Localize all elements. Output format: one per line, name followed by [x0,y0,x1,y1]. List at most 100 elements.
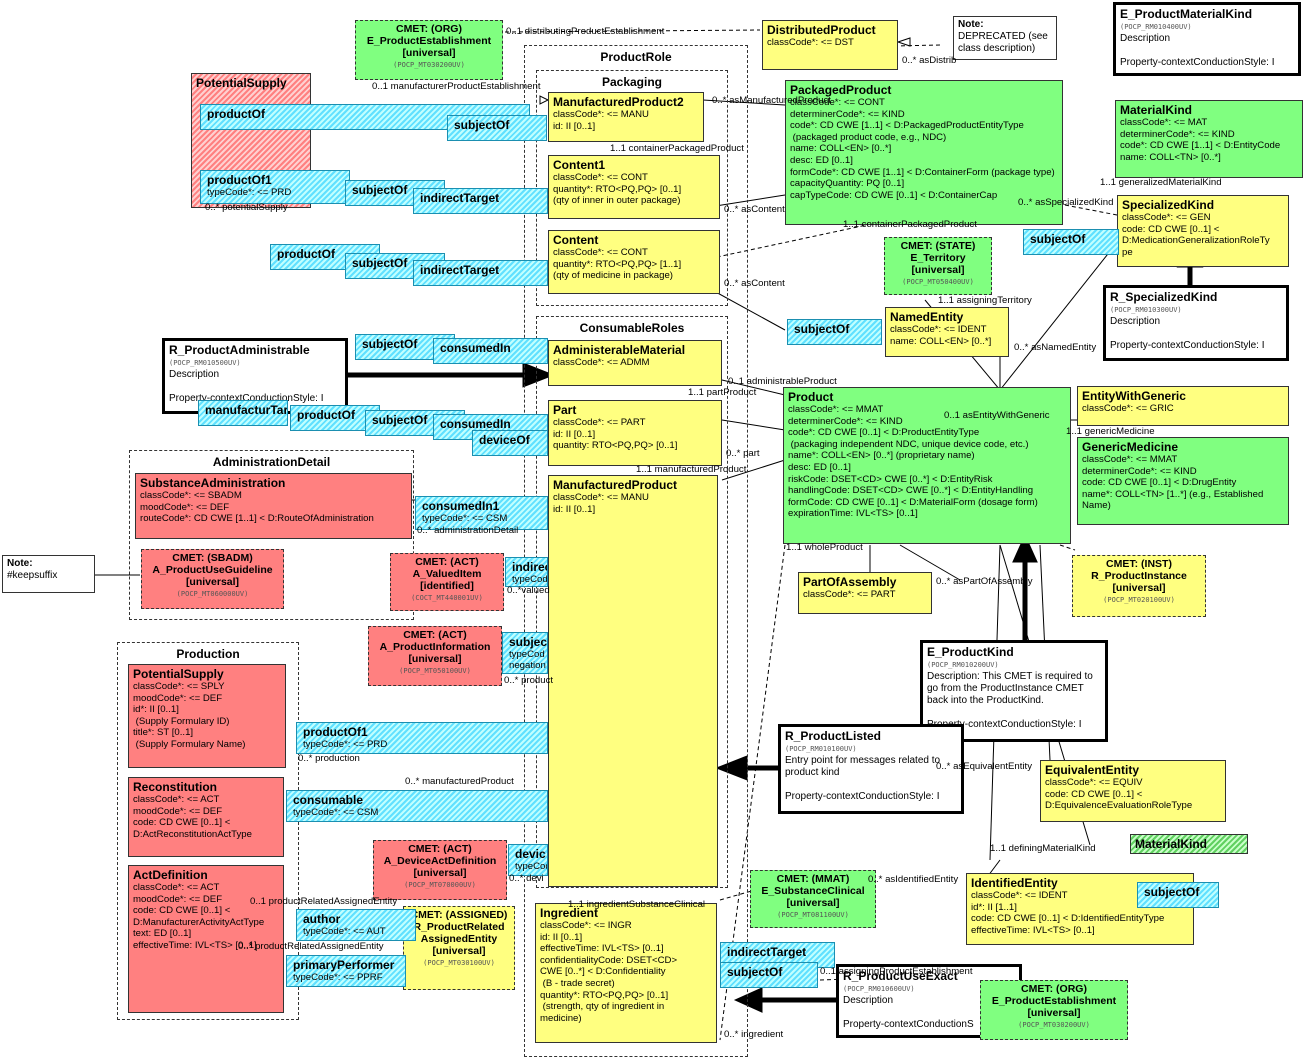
assoc-label: subjectOf [1030,232,1086,246]
assoc-subjectOf-g[interactable]: subjectOf [1023,229,1119,255]
assoc-subjectOf-h[interactable]: subjectOf [720,962,818,988]
class-attribute: determinerCode*: <= KIND [1082,465,1197,477]
class-attribute: classCode*: <= SPLY [133,681,225,692]
assoc-indirectTarget-a[interactable]: indirectTarget [413,188,548,214]
assoc-label: subjectOf [372,413,428,427]
entry-name: E_ProductKind [927,645,1014,659]
cmet-device-act-definition[interactable]: CMET: (ACT)A_DeviceActDefinition[univers… [373,840,507,900]
class-name: SubstanceAdministration [140,476,286,490]
assoc-subjectOf-f[interactable]: subjectOf [787,319,882,345]
class-attribute: capacityQuantity: PQ [0..1] [790,178,905,190]
entry-specialized-kind[interactable]: R_SpecializedKind(POCP_RM010300UV)Descri… [1103,285,1289,361]
entry-product-listed[interactable]: R_ProductListed(POCP_RM010100UV)Entry po… [778,724,964,814]
assoc-role-label: 0..* asSpecializedKind [1018,197,1114,208]
note-keepsuffix: Note:#keepsuffix [2,555,95,593]
class-attribute: (packaging independent NDC, unique devic… [788,438,1029,450]
arrowhead [539,95,550,105]
entry-code: (POCP_RM010200UV) [927,661,999,669]
assoc-typecode: typeCod [515,861,548,872]
cmet-product-related-assigned-entity[interactable]: CMET: (ASSIGNED)R_ProductRelated Assigne… [403,906,515,990]
cmet-product-establishment-top[interactable]: CMET: (ORG)E_ProductEstablishment[univer… [355,20,503,80]
connector [721,419,786,431]
connector [899,544,961,581]
class-attribute: classCode*: <= ADMM [553,357,650,368]
cmet-substance-clinical[interactable]: CMET: (MMAT)E_SubstanceClinical[universa… [750,870,876,928]
assoc-indirectTarget-b[interactable]: indirectTarget [413,260,548,286]
assoc-label: manufacturTarget [205,403,288,417]
assoc-deviceOf[interactable]: deviceOf [472,430,548,456]
entry-code: (POCP_RM010100UV) [785,745,857,753]
class-attribute: determinerCode*: <= KIND [1120,128,1235,140]
class-material-kind-ref[interactable]: MaterialKind [1130,834,1248,854]
cmet-name: E_Territory [910,252,966,264]
entry-code: (POCP_RM010300UV) [1110,306,1182,314]
cmet-territory[interactable]: CMET: (STATE)E_Territory[universal](POCP… [884,237,992,295]
connector [719,889,756,901]
assoc-role-label: 0..* manufacturedProduct [405,776,514,787]
class-attribute: code: CD CWE [0..1] < D:DrugEntity [1082,477,1237,489]
class-attribute: confidentialityCode: DSET<CD> [540,954,678,966]
cmet-qualifier: [universal] [432,945,486,957]
cmet-product-instance[interactable]: CMET: (INST)R_ProductInstance[universal]… [1072,555,1206,617]
cmet-code: (POCP_MT050100UV) [399,667,471,675]
class-attribute: classCode*: <= GEN [1122,212,1211,223]
class-attribute: CWE [0..*] < D:Confidentiality [540,966,666,978]
connector [1059,544,1076,551]
cmet-valued-item[interactable]: CMET: (ACT)A_ValuedItem[identified](COCT… [390,553,504,611]
assoc-label: consumedIn [440,417,511,431]
assoc-label: subjectOf [727,965,783,979]
connector [999,244,1116,391]
assoc-subjectOf-i[interactable]: subjectOf [1137,882,1219,908]
assoc-subjectOf-c[interactable]: subjectOf [345,253,445,279]
cmet-name: E_ProductEstablishment [366,35,492,47]
class-attribute: formCode: CD CWE [0..1] < D:MaterialForm… [788,496,1038,508]
entry-desc: Entry point for messages related to prod… [785,755,941,778]
cmet-product-use-guideline[interactable]: CMET: (SBADM)A_ProductUseGuideline[unive… [141,549,284,609]
cmet-product-establishment-bottom[interactable]: CMET: (ORG)E_ProductEstablishment[univer… [980,980,1128,1040]
class-attribute: quantity: RTO<PQ,PQ> [0..1] [553,440,678,452]
class-attribute: determinerCode*: <= KIND [788,415,903,427]
class-name: ManufacturedProduct [553,478,678,492]
assoc-subjectOf-a[interactable]: subjectOf [447,115,547,141]
assoc-manufactur-truncated[interactable]: manufacturTarget [198,400,288,426]
assoc-role-label: 1..1 ingredientSubstanceClinical [568,899,706,910]
connector [504,29,761,33]
assoc-consumedIn-a[interactable]: consumedIn [433,338,548,364]
class-attribute: classCode*: <= EQUIV [1045,777,1143,788]
entry-product-kind[interactable]: E_ProductKind(POCP_RM010200UV)Descriptio… [920,640,1108,742]
cmet-product-information[interactable]: CMET: (ACT)A_ProductInformation[universa… [368,626,502,686]
entry-style: Property-contextConductionStyle: I [785,791,940,802]
entry-product-material-kind[interactable]: E_ProductMaterialKind(POCP_RM010400UV)De… [1113,2,1301,76]
assoc-label: deviceOf [479,433,530,447]
